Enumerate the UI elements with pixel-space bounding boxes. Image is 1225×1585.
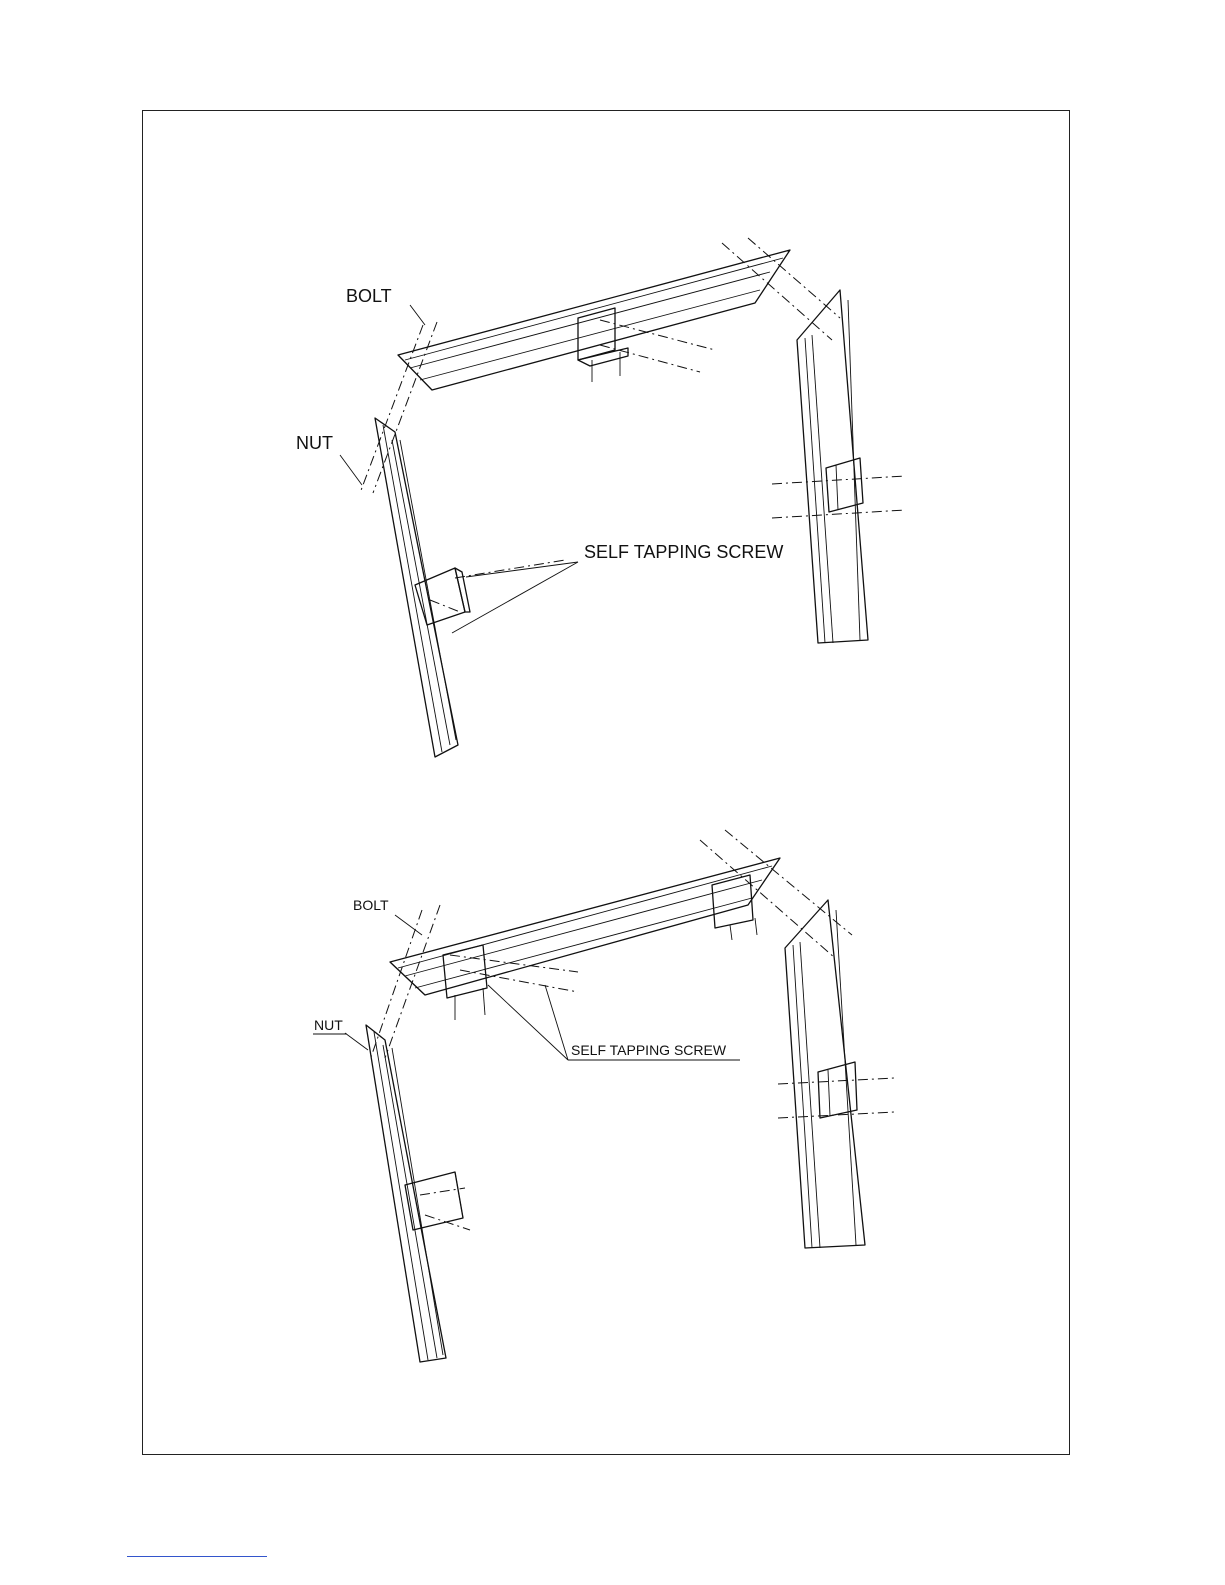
lower-bolt-leader (395, 915, 422, 935)
upper-bolt-axis (360, 238, 840, 493)
lower-bolt-axis (370, 830, 852, 1060)
lower-beam-bracket-left (443, 945, 578, 1020)
upper-left-post (375, 418, 458, 757)
upper-self-tapping-screw-label: SELF TAPPING SCREW (584, 542, 783, 562)
upper-nut-label: NUT (296, 433, 333, 453)
lower-screw-leader-1 (488, 985, 568, 1060)
upper-assembly: BOLT NUT SELF TAPPING SCREW (296, 238, 905, 757)
upper-bolt-label: BOLT (346, 286, 392, 306)
lower-nut-label: NUT (314, 1017, 343, 1033)
upper-bolt-leader (410, 305, 425, 325)
lower-self-tapping-screw-label: SELF TAPPING SCREW (571, 1042, 727, 1058)
upper-nut-leader (340, 455, 362, 485)
upper-left-post-bracket (415, 560, 565, 625)
upper-screw-leader-1 (466, 562, 578, 577)
upper-screw-leader-2 (452, 562, 578, 633)
upper-top-beam (398, 250, 790, 390)
lower-nut-leader (345, 1033, 368, 1050)
lower-beam-bracket-right (712, 875, 757, 940)
lower-left-post-bracket (405, 1172, 470, 1230)
lower-assembly: BOLT NUT SELF TAPPING SCREW (313, 830, 895, 1362)
lower-bolt-label: BOLT (353, 897, 389, 913)
footer-rule (127, 1556, 267, 1557)
lower-right-post (785, 900, 865, 1248)
upper-right-post-bracket (772, 458, 905, 518)
